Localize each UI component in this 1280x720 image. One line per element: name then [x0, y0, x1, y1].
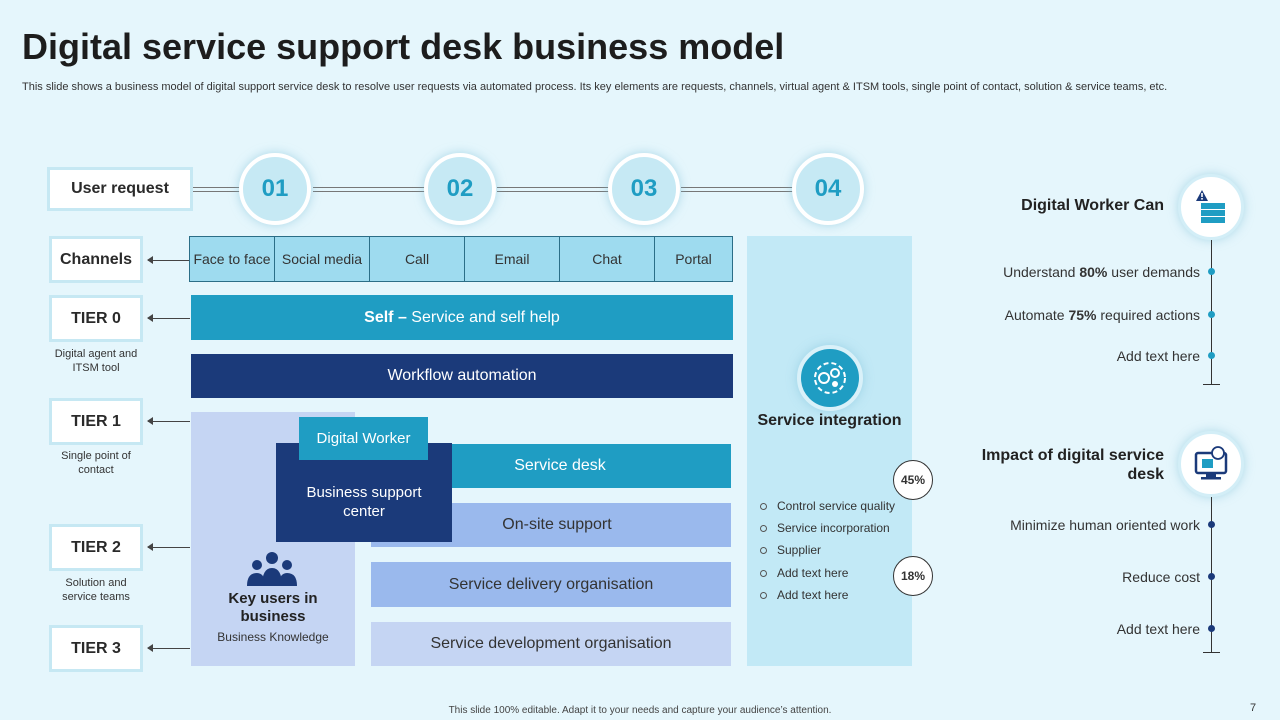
onsite-support-label: On-site support — [502, 516, 612, 533]
footer-note: This slide 100% editable. Adapt it to yo… — [448, 705, 832, 716]
digital-worker-box: Digital Worker — [299, 417, 428, 460]
impact-dot-1 — [1208, 521, 1215, 528]
service-delivery-bar: Service delivery organisation — [371, 562, 731, 607]
dwc-item-2: Automate 75% required actions — [1004, 307, 1200, 323]
self-service-bold: Self – — [364, 308, 407, 326]
impact-title: Impact of digital service desk — [981, 447, 1164, 483]
dwc-dot-2 — [1208, 311, 1215, 318]
connector-line — [497, 187, 612, 192]
dwc-item-1: Understand 80% user demands — [1003, 264, 1200, 280]
channel-chat: Chat — [560, 237, 655, 281]
service-development-bar: Service development organisation — [371, 622, 731, 666]
self-service-label: Service and self help — [406, 308, 560, 326]
support-monitor-icon — [1178, 431, 1244, 497]
step-04: 04 — [792, 153, 864, 225]
pct-45-badge: 45% — [893, 460, 933, 500]
tier1-caption: Single point of contact — [61, 450, 131, 476]
step-03: 03 — [608, 153, 680, 225]
impact-timeline-cap — [1203, 652, 1220, 653]
si-item-1: Control service quality — [760, 499, 895, 513]
key-users-title: Key users in business — [228, 590, 318, 625]
si-item-3: Supplier — [760, 543, 821, 557]
channels-row: Face to face Social media Call Email Cha… — [189, 236, 733, 282]
tier1-arrow — [147, 417, 190, 425]
connector-line — [313, 187, 428, 192]
impact-item-1: Minimize human oriented work — [1010, 517, 1200, 533]
tier2-caption: Solution and service teams — [62, 577, 130, 603]
channels-box: Channels — [49, 236, 143, 283]
channel-face-to-face: Face to face — [190, 237, 275, 281]
connector-line — [193, 187, 243, 192]
channel-call: Call — [370, 237, 465, 281]
si-item-4: Add text here — [760, 566, 848, 580]
tier2-arrow — [147, 543, 190, 551]
channel-portal: Portal — [655, 237, 732, 281]
si-item-2: Service incorporation — [760, 521, 890, 535]
tier2-box: TIER 2 — [49, 524, 143, 571]
impact-dot-2 — [1208, 573, 1215, 580]
impact-item-3: Add text here — [1116, 621, 1200, 637]
key-users-subtitle: Business Knowledge — [217, 630, 329, 644]
tier3-arrow — [147, 644, 190, 652]
channel-email: Email — [465, 237, 560, 281]
tier0-box: TIER 0 — [49, 295, 143, 342]
service-desk-label: Service desk — [514, 457, 606, 474]
service-integration-title: Service integration — [757, 412, 902, 429]
dwc-dot-3 — [1208, 352, 1215, 359]
impact-item-2: Reduce cost — [1122, 569, 1200, 585]
gears-icon — [797, 345, 863, 411]
users-group-icon — [244, 550, 300, 588]
digital-worker-can-title: Digital Worker Can — [1021, 197, 1164, 214]
self-service-bar: Self – Service and self help — [191, 295, 733, 340]
page-number: 7 — [1250, 702, 1257, 714]
server-alert-icon — [1178, 174, 1244, 240]
user-request-box: User request — [47, 167, 193, 211]
page-title: Digital service support desk business mo… — [22, 26, 785, 67]
dwc-dot-1 — [1208, 268, 1215, 275]
tier1-box: TIER 1 — [49, 398, 143, 445]
dwc-timeline-cap — [1203, 384, 1220, 385]
dwc-item-3: Add text here — [1116, 348, 1200, 364]
tier0-arrow — [147, 314, 190, 322]
page-subtitle: This slide shows a business model of dig… — [22, 81, 1168, 93]
impact-dot-3 — [1208, 625, 1215, 632]
step-02: 02 — [424, 153, 496, 225]
service-integration-panel — [747, 236, 912, 666]
business-support-center-label: Business support center — [306, 483, 422, 520]
tier0-caption: Digital agent and ITSM tool — [54, 348, 138, 374]
tier3-box: TIER 3 — [49, 625, 143, 672]
step-01: 01 — [239, 153, 311, 225]
connector-line — [681, 187, 796, 192]
pct-18-badge: 18% — [893, 556, 933, 596]
channels-arrow — [147, 256, 190, 264]
si-item-5: Add text here — [760, 588, 848, 602]
workflow-automation-bar: Workflow automation — [191, 354, 733, 398]
channel-social-media: Social media — [275, 237, 370, 281]
